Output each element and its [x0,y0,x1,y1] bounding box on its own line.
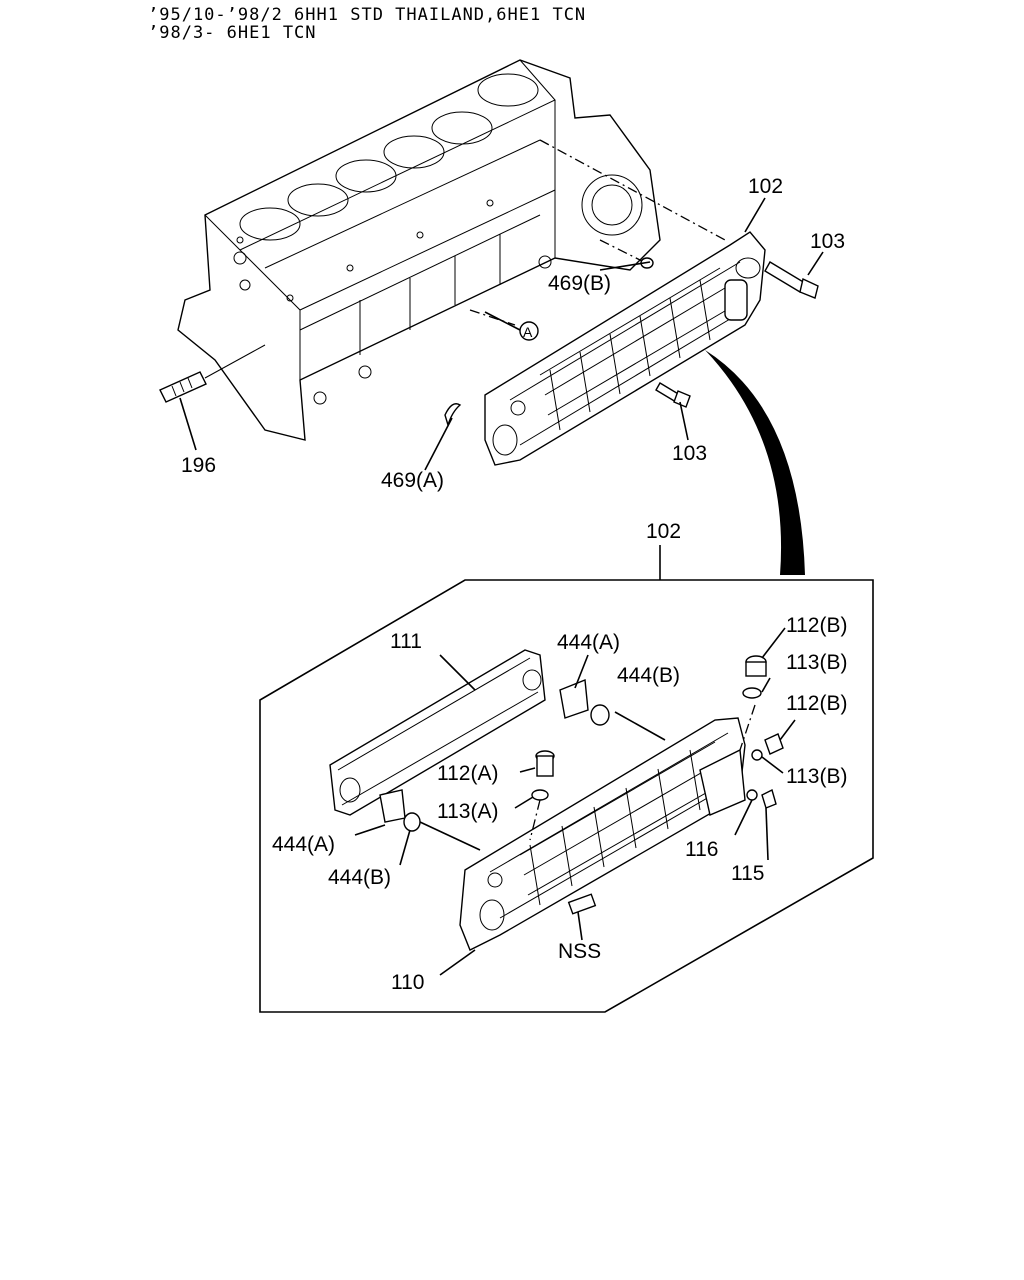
detail-frame [259,579,874,1013]
plug-112b-top [745,655,767,677]
detail-arrow [705,350,805,575]
callout-103-right: 103 [810,230,845,253]
o-ring-444b-bottom [403,812,421,832]
gasket-444a-top [559,679,589,719]
callout-113b-1: 113(B) [786,651,847,674]
callout-469a: 469(A) [381,469,444,492]
callout-102-detail: 102 [646,520,681,543]
callout-196: 196 [181,454,216,477]
callout-nss: NSS [558,940,601,963]
o-ring-469a [444,403,462,428]
cooler-element-111 [329,649,546,816]
o-ring-444b-top [590,704,610,726]
callout-444a-top: 444(A) [557,631,620,654]
bolt-103-right [764,261,819,299]
cylinder-block [177,59,661,441]
callout-112b-1: 112(B) [786,614,847,637]
callout-ref-a: A [523,324,533,340]
ref-a-circle [519,321,539,341]
washer-116 [746,789,758,801]
callout-469b: 469(B) [548,272,611,295]
callout-444b-bottom: 444(B) [328,866,391,889]
header-line-1: ’95/10-’98/2 6HH1 STD THAILAND,6HE1 TCN [148,5,587,25]
o-ring-113a [531,789,549,801]
plug-115 [761,788,777,809]
callout-103-bottom: 103 [672,442,707,465]
callout-113a: 113(A) [437,800,498,823]
plug-112a [535,750,555,777]
callout-110: 110 [391,971,424,994]
o-ring-113b-side [751,749,763,761]
nss-label-plate [567,893,597,915]
callout-102-top: 102 [748,175,783,198]
gasket-444a-bottom [379,789,406,823]
callout-444b-top: 444(B) [617,664,680,687]
o-ring-113b-top [742,687,762,699]
stud-196 [159,344,266,403]
cooler-body-110 [459,717,746,951]
callout-112b-2: 112(B) [786,692,847,715]
oil-cooler-top [484,231,766,466]
callout-444a-bottom: 444(A) [272,833,335,856]
plug-112b-side [764,733,784,755]
callout-112a: 112(A) [437,762,498,785]
bolt-103-bottom [655,382,691,408]
callout-116: 116 [685,838,718,861]
callout-113b-2: 113(B) [786,765,847,788]
callout-111: 111 [390,630,422,653]
header-line-2: ’98/3- 6HE1 TCN [148,23,317,43]
callout-115: 115 [731,862,764,885]
